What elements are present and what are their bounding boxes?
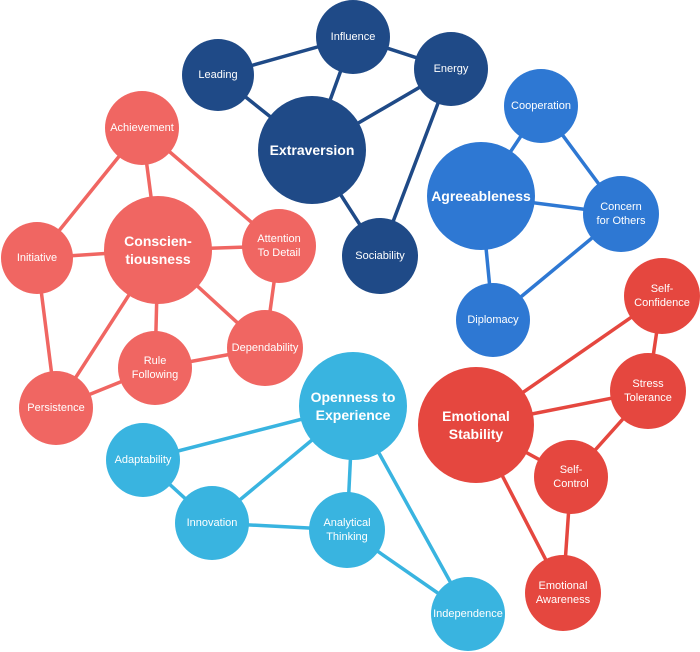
node-circle-emotional-stability [418,367,534,483]
node-label-emotional-stability: Emotional [442,408,510,424]
node-circle-openness [299,352,407,460]
node-circle-influence [316,0,390,74]
node-label-conscientiousness: Conscien- [124,233,192,249]
node-label-concern-for-others: for Others [597,215,646,227]
node-label-self-control: Control [553,478,588,490]
node-label-attention-to-detail: Attention [257,233,300,245]
node-achievement: Achievement [105,91,179,165]
node-label-innovation: Innovation [187,517,238,529]
node-label-emotional-awareness: Awareness [536,594,591,606]
node-circle-diplomacy [456,283,530,357]
node-circle-energy [414,32,488,106]
node-label-rule-following: Following [132,369,178,381]
node-label-emotional-awareness: Emotional [539,580,588,592]
node-agreeableness: Agreeableness [427,142,535,250]
node-conscientiousness: Conscien-tiousness [104,196,212,304]
node-label-stress-tolerance: Stress [632,378,664,390]
node-influence: Influence [316,0,390,74]
node-innovation: Innovation [175,486,249,560]
node-circle-agreeableness [427,142,535,250]
node-circle-dependability [227,310,303,386]
node-circle-initiative [1,222,73,294]
node-label-self-confidence: Self- [651,283,674,295]
node-self-confidence: Self- Confidence [624,258,700,334]
node-circle-cooperation [504,69,578,143]
node-label-energy: Energy [434,63,469,75]
node-circle-rule-following [118,331,192,405]
node-label-sociability: Sociability [355,250,405,262]
node-label-independence: Independence [433,608,503,620]
node-label-openness: Experience [316,407,391,423]
node-circle-conscientiousness [104,196,212,304]
node-adaptability: Adaptability [106,423,180,497]
node-circle-self-confidence [624,258,700,334]
node-circle-emotional-awareness [525,555,601,631]
node-cooperation: Cooperation [504,69,578,143]
node-label-conscientiousness: tiousness [125,251,191,267]
node-concern-for-others: Concern for Others [583,176,659,252]
node-circle-extraversion [258,96,366,204]
node-label-persistence: Persistence [27,402,84,414]
node-label-analytical-thinking: Thinking [326,531,368,543]
node-independence: Independence [431,577,505,651]
node-label-self-control: Self- [560,464,583,476]
node-label-dependability: Dependability [232,342,299,354]
node-label-rule-following: Rule [144,355,167,367]
node-circle-innovation [175,486,249,560]
node-self-control: Self- Control [534,440,608,514]
node-openness: Openness to Experience [299,352,407,460]
node-attention-to-detail: Attention To Detail [242,209,316,283]
node-sociability: Sociability [342,218,418,294]
node-label-adaptability: Adaptability [115,454,172,466]
node-circle-stress-tolerance [610,353,686,429]
node-label-self-confidence: Confidence [634,297,690,309]
node-persistence: Persistence [19,371,93,445]
node-circle-leading [182,39,254,111]
node-dependability: Dependability [227,310,303,386]
node-label-openness: Openness to [311,389,396,405]
node-circle-analytical-thinking [309,492,385,568]
node-label-concern-for-others: Concern [600,201,642,213]
node-label-analytical-thinking: Analytical [323,517,370,529]
node-label-emotional-stability: Stability [449,426,504,442]
node-circle-sociability [342,218,418,294]
node-label-achievement: Achievement [110,122,174,134]
node-circle-persistence [19,371,93,445]
node-label-cooperation: Cooperation [511,100,571,112]
node-label-extraversion: Extraversion [270,142,355,158]
node-label-influence: Influence [331,31,376,43]
node-label-stress-tolerance: Tolerance [624,392,672,404]
node-label-diplomacy: Diplomacy [467,314,519,326]
node-circle-self-control [534,440,608,514]
node-label-agreeableness: Agreeableness [431,188,531,204]
node-diplomacy: Diplomacy [456,283,530,357]
node-label-attention-to-detail: To Detail [258,247,301,259]
node-circle-achievement [105,91,179,165]
node-circle-independence [431,577,505,651]
node-energy: Energy [414,32,488,106]
node-extraversion: Extraversion [258,96,366,204]
node-circle-adaptability [106,423,180,497]
node-leading: Leading [182,39,254,111]
node-label-leading: Leading [198,69,237,81]
node-circle-attention-to-detail [242,209,316,283]
node-label-initiative: Initiative [17,252,57,264]
node-circle-concern-for-others [583,176,659,252]
node-initiative: Initiative [1,222,73,294]
